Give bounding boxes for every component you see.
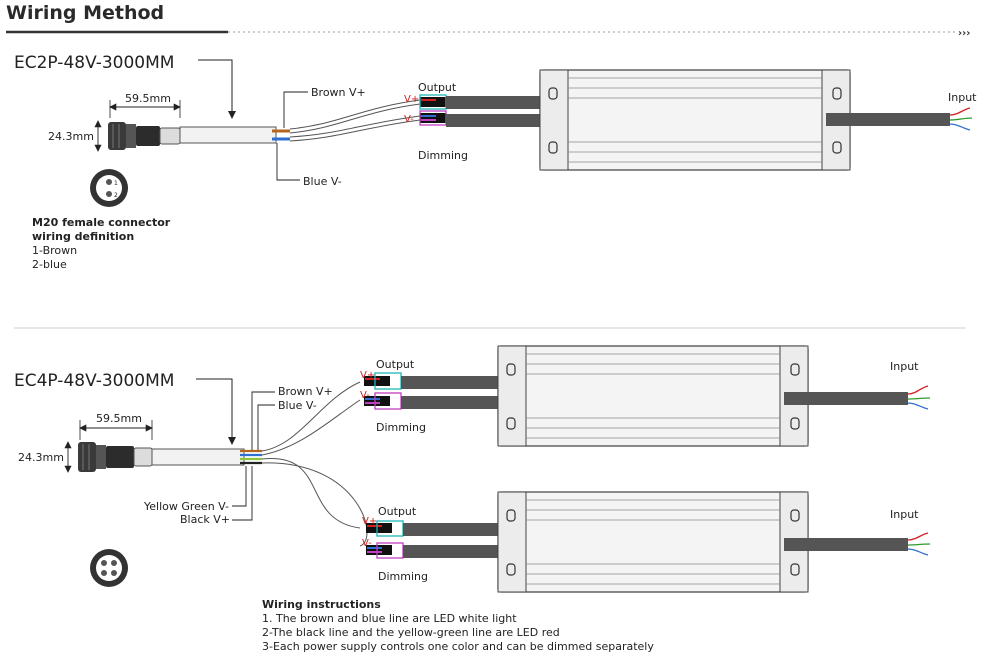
output-label-bottom: Output	[378, 505, 417, 518]
model-pointer-1	[198, 59, 236, 119]
model-pointer-2	[196, 378, 236, 445]
m20-connector-1	[108, 122, 181, 150]
instruction-item-2: 2-The black line and the yellow-green li…	[262, 626, 560, 639]
vplus-label-1: V+	[404, 94, 419, 105]
model-name-2: EC4P-48V-3000MM	[14, 371, 174, 391]
vminus-label-1: V-	[404, 114, 414, 125]
header-arrow-icon: ›››	[958, 28, 970, 39]
instruction-item-3: 3-Each power supply controls one color a…	[262, 640, 654, 653]
brown-label-1: Brown V+	[311, 86, 366, 99]
connector-pin-2: 2	[114, 192, 118, 199]
connector-face-1: 1 2	[90, 169, 128, 207]
brown-leader-1	[283, 91, 308, 128]
connector-pin-1: 1	[114, 180, 118, 187]
wire-to-bottom-vplus	[261, 458, 361, 529]
section-title: Wiring Method	[6, 2, 165, 24]
yellowgreen-label-2: Yellow Green V-	[143, 500, 229, 513]
vplus-label-top: V+	[360, 370, 375, 381]
output-label-top: Output	[376, 358, 415, 371]
input-label-1: Input	[948, 91, 977, 104]
driver-1	[419, 69, 973, 171]
model-name-1: EC2P-48V-3000MM	[14, 53, 174, 73]
wire-to-vminus-1	[289, 115, 421, 138]
definition-title-2: wiring definition	[32, 230, 134, 243]
definition-title-1: M20 female connector	[32, 216, 171, 229]
instruction-item-1: 1. The brown and blue line are LED white…	[262, 612, 517, 625]
dim-length-label-2: 59.5mm	[96, 412, 142, 425]
dimming-label-1: Dimming	[418, 149, 468, 162]
input-label-top: Input	[890, 360, 919, 373]
dim-height-label-2: 24.3mm	[18, 451, 64, 464]
black-leader-2	[232, 466, 253, 521]
wire-to-top-vplus	[261, 381, 361, 452]
black-label-2: Black V+	[180, 513, 230, 526]
driver-bottom	[366, 491, 931, 593]
blue-label-1: Blue V-	[303, 175, 342, 188]
wire-to-vplus-1	[289, 99, 421, 130]
dimming-label-top: Dimming	[376, 421, 426, 434]
wire-to-top-vminus	[261, 399, 361, 456]
brown-leader-2	[251, 391, 275, 450]
vminus-label-top: V-	[360, 390, 370, 401]
cable-1	[179, 126, 277, 144]
yellowgreen-leader-2	[232, 466, 247, 507]
output-label-1: Output	[418, 81, 457, 94]
blue-leader-1	[276, 143, 300, 181]
dim-height-label-1: 24.3mm	[48, 130, 94, 143]
m20-connector-2	[78, 442, 153, 472]
brown-label-2: Brown V+	[278, 385, 333, 398]
wire-to-bottom-vminus	[261, 462, 368, 547]
driver-top	[364, 345, 931, 447]
instructions-title: Wiring instructions	[262, 598, 381, 611]
dimming-label-bottom: Dimming	[378, 570, 428, 583]
dim-length-label-1: 59.5mm	[125, 92, 171, 105]
connector-face-2	[90, 549, 128, 587]
blue-label-2: Blue V-	[278, 399, 317, 412]
cable-2	[151, 448, 245, 466]
vplus-label-bottom: V+	[362, 516, 377, 527]
vminus-label-bottom: V-	[362, 538, 372, 549]
definition-item-blue: 2-blue	[32, 258, 67, 271]
input-label-bottom: Input	[890, 508, 919, 521]
definition-item-brown: 1-Brown	[32, 244, 77, 257]
blue-leader-2	[257, 404, 275, 450]
